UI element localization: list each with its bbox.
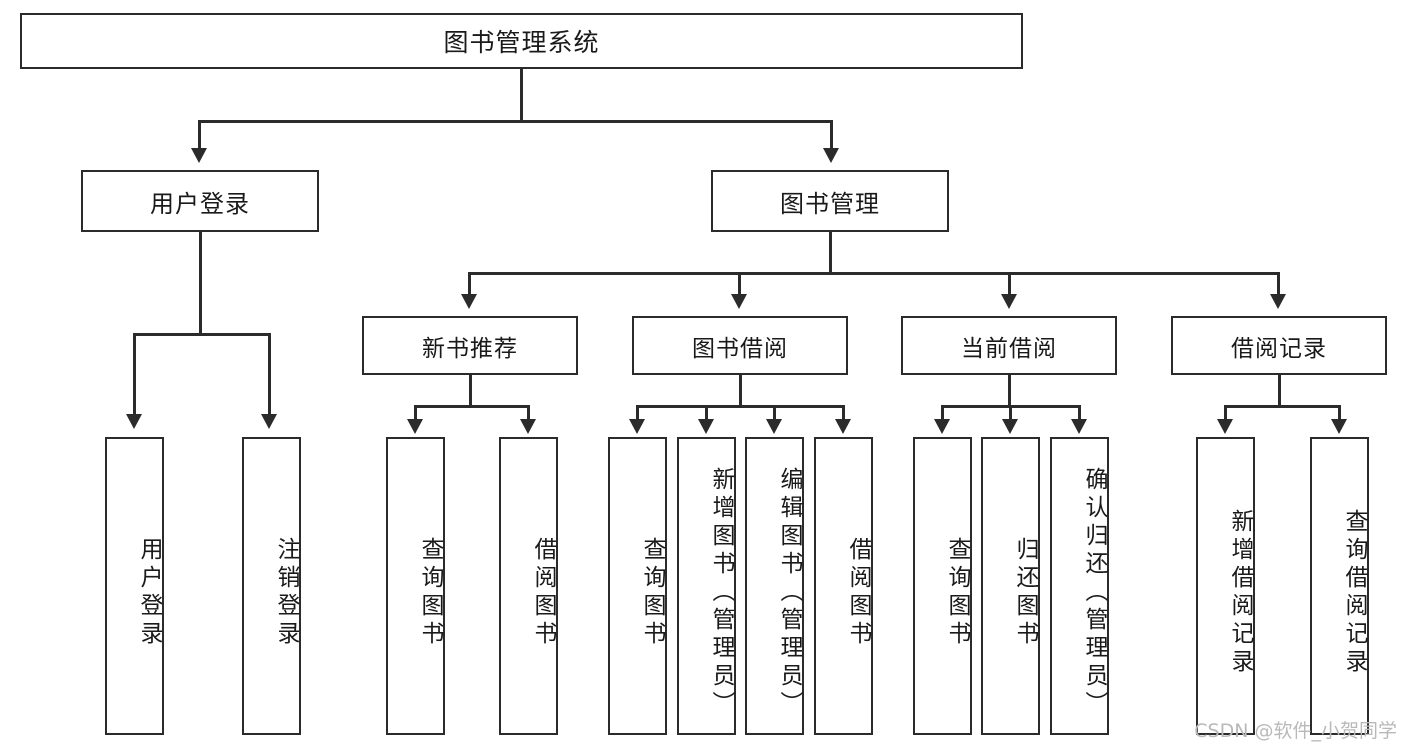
- node-book-manage[interactable]: 图书管理: [711, 170, 949, 232]
- arrowhead-leaf-confirm-return: [1071, 419, 1087, 434]
- arrowhead-leaf-add-record: [1217, 419, 1233, 434]
- edge-to-book-borrow: [738, 272, 741, 297]
- node-leaf-borrow-book-1[interactable]: 借阅图书: [499, 437, 558, 735]
- arrowhead-leaf-query-book-3: [934, 419, 950, 434]
- arrowhead-user-login: [191, 148, 207, 163]
- arrowhead-current-borrow: [1001, 294, 1017, 309]
- arrowhead-leaf-query-book-1: [407, 419, 423, 434]
- edge-current-borrow-drop-1: [941, 405, 944, 420]
- edge-book-borrow-drop-1: [636, 405, 639, 420]
- node-leaf-edit-book[interactable]: 编辑图书（管理员）: [745, 437, 804, 735]
- leaf-label: 查询图书: [417, 537, 443, 649]
- arrowhead-leaf-borrow-book-2: [835, 419, 851, 434]
- edge-book-borrow-bus: [636, 405, 845, 408]
- arrowhead-borrow-record: [1270, 294, 1286, 309]
- node-leaf-add-book[interactable]: 新增图书（管理员）: [677, 437, 736, 735]
- arrowhead-new-book-rec: [461, 294, 477, 309]
- leaf-label: 用户登录: [136, 537, 162, 649]
- edge-new-book-rec-drop-2: [527, 405, 530, 420]
- arrowhead-leaf-add-book: [698, 419, 714, 434]
- node-leaf-query-book-3[interactable]: 查询图书: [913, 437, 972, 735]
- leaf-label: 查询图书: [944, 537, 970, 649]
- edge-to-book-manage: [830, 120, 833, 150]
- node-leaf-query-book-2[interactable]: 查询图书: [608, 437, 667, 735]
- leaf-label: 编辑图书（管理员）: [776, 467, 802, 719]
- arrowhead-leaf-user-logout: [261, 414, 277, 429]
- edge-root-bus: [198, 120, 833, 123]
- edge-book-borrow-stem: [739, 375, 742, 407]
- node-leaf-user-login[interactable]: 用户登录: [105, 437, 164, 735]
- node-new-book-rec[interactable]: 新书推荐: [362, 316, 578, 375]
- edge-new-book-rec-drop-1: [414, 405, 417, 420]
- node-borrow-record[interactable]: 借阅记录: [1171, 316, 1387, 375]
- leaf-label: 借阅图书: [845, 537, 871, 649]
- edge-to-borrow-record: [1277, 272, 1280, 297]
- edge-user-login-drop-2: [268, 333, 271, 417]
- arrowhead-leaf-query-record: [1331, 419, 1347, 434]
- edge-book-manage-stem: [829, 232, 832, 274]
- leaf-label: 借阅图书: [530, 537, 556, 649]
- leaf-label: 查询图书: [639, 537, 665, 649]
- edge-to-current-borrow: [1008, 272, 1011, 297]
- leaf-label: 查询借阅记录: [1341, 509, 1367, 677]
- node-leaf-confirm-return[interactable]: 确认归还（管理员）: [1050, 437, 1109, 735]
- edge-current-borrow-drop-3: [1078, 405, 1081, 420]
- edge-current-borrow-stem: [1008, 375, 1011, 407]
- node-leaf-add-record[interactable]: 新增借阅记录: [1196, 437, 1255, 735]
- leaf-label: 新增图书（管理员）: [708, 467, 734, 719]
- arrowhead-leaf-borrow-book-1: [520, 419, 536, 434]
- leaf-label: 注销登录: [273, 537, 299, 649]
- edge-user-login-stem: [199, 232, 202, 335]
- edge-to-new-book-rec: [468, 272, 471, 297]
- arrowhead-leaf-return-book: [1002, 419, 1018, 434]
- node-leaf-user-logout[interactable]: 注销登录: [242, 437, 301, 735]
- leaf-label: 新增借阅记录: [1227, 509, 1253, 677]
- edge-borrow-record-stem: [1278, 375, 1281, 407]
- edge-borrow-record-drop-1: [1224, 405, 1227, 420]
- edge-current-borrow-drop-2: [1009, 405, 1012, 420]
- node-root-system[interactable]: 图书管理系统: [20, 13, 1023, 69]
- edge-book-borrow-drop-4: [842, 405, 845, 420]
- edge-user-login-drop-1: [133, 333, 136, 417]
- edge-new-book-rec-bus: [414, 405, 530, 408]
- node-leaf-query-record[interactable]: 查询借阅记录: [1310, 437, 1369, 735]
- edge-user-login-bus: [133, 333, 270, 336]
- edge-new-book-rec-stem: [469, 375, 472, 407]
- node-book-borrow[interactable]: 图书借阅: [632, 316, 848, 375]
- arrowhead-leaf-edit-book: [766, 419, 782, 434]
- edge-root-stem: [520, 69, 523, 122]
- edge-book-borrow-drop-3: [773, 405, 776, 420]
- node-leaf-borrow-book-2[interactable]: 借阅图书: [814, 437, 873, 735]
- node-leaf-return-book[interactable]: 归还图书: [981, 437, 1040, 735]
- edge-borrow-record-bus: [1224, 405, 1341, 408]
- leaf-label: 确认归还（管理员）: [1081, 467, 1107, 719]
- node-current-borrow[interactable]: 当前借阅: [901, 316, 1117, 375]
- leaf-label: 归还图书: [1012, 537, 1038, 649]
- arrowhead-book-borrow: [731, 294, 747, 309]
- arrowhead-leaf-user-login: [126, 414, 142, 429]
- node-user-login[interactable]: 用户登录: [81, 170, 319, 232]
- arrowhead-book-manage: [823, 148, 839, 163]
- edge-book-borrow-drop-2: [705, 405, 708, 420]
- edge-to-user-login: [198, 120, 201, 150]
- edge-borrow-record-drop-2: [1338, 405, 1341, 420]
- edge-book-manage-bus: [468, 272, 1280, 275]
- node-leaf-query-book-1[interactable]: 查询图书: [386, 437, 445, 735]
- arrowhead-leaf-query-book-2: [629, 419, 645, 434]
